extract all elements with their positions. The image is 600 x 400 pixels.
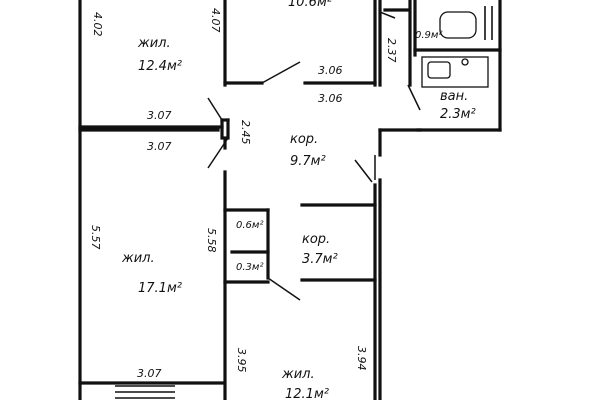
dim-557: 5.57 <box>89 225 102 250</box>
dimension-labels: 4.02 4.07 3.06 3.06 2.37 3.07 3.07 2.45 … <box>89 8 398 380</box>
corridor-upper-area: 9.7м² <box>290 154 326 169</box>
room-labels: жил. 12.4м² 10.6м² 0.9м² ван. 2.3м² кор.… <box>121 0 476 400</box>
window-bottom-left <box>115 385 175 399</box>
room-bottom-mid-name: жил. <box>281 367 315 382</box>
dim-558: 5.58 <box>205 228 218 253</box>
dim-407: 4.07 <box>209 8 222 33</box>
toilet-area: 0.9м² <box>415 30 442 41</box>
dim-307b: 3.07 <box>147 140 172 153</box>
interior-walls <box>78 0 502 400</box>
dim-306b: 3.06 <box>318 92 343 105</box>
room-top-mid-area: 10.6м² <box>288 0 332 10</box>
dim-306a: 3.06 <box>318 64 343 77</box>
dim-307c: 3.07 <box>137 367 162 380</box>
bath-name: ван. <box>440 89 468 104</box>
room-bottom-mid-area: 12.1м² <box>285 387 329 400</box>
dim-307a: 3.07 <box>147 109 172 122</box>
dim-402: 4.02 <box>91 12 104 37</box>
outer-walls <box>78 0 502 400</box>
dim-245: 2.45 <box>239 120 252 145</box>
dim-394: 3.94 <box>355 346 368 371</box>
closet-2-area: 0.3м² <box>236 262 263 273</box>
bathroom-fixtures <box>421 6 493 88</box>
dim-395: 3.95 <box>235 348 248 373</box>
bath-area: 2.3м² <box>440 107 476 122</box>
closet-1-area: 0.6м² <box>236 220 263 231</box>
room-top-left-area: 12.4м² <box>138 59 182 74</box>
corridor-upper-name: кор. <box>290 132 318 147</box>
dim-237: 2.37 <box>385 38 398 63</box>
corridor-lower-area: 3.7м² <box>302 252 338 267</box>
door-swings <box>207 11 421 301</box>
corridor-lower-name: кор. <box>302 232 330 247</box>
room-left-big-area: 17.1м² <box>138 281 182 296</box>
room-left-big-name: жил. <box>121 251 155 266</box>
room-top-left-name: жил. <box>137 36 171 51</box>
